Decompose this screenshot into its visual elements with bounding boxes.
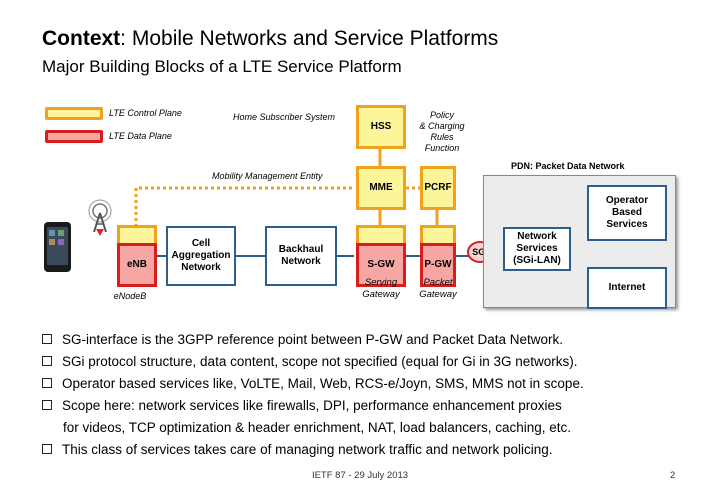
smartphone-icon [44,222,71,272]
enodeb-label: eNodeB [113,291,147,301]
hss-node: HSS [356,105,406,149]
bullet-item: Scope here: network services like firewa… [40,395,584,417]
legend-data-label: LTE Data Plane [109,131,172,141]
bullet-item: This class of services takes care of man… [40,439,584,461]
bullet-item: Operator based services like, VoLTE, Mai… [40,373,584,395]
checkbox-bullet-icon [42,444,52,454]
pgw-node: P-GW [420,225,456,287]
mobility-label: Mobility Management Entity [212,171,323,181]
slide-subtitle: Major Building Blocks of a LTE Service P… [42,57,402,76]
slide-title: Context: Mobile Networks and Service Pla… [42,27,499,50]
enb-mme-control-link [134,186,354,227]
footer-text: IETF 87 - 29 July 2013 [311,470,409,481]
bullet-continuation: for videos, TCP optimization & header en… [63,420,572,435]
legend-control-swatch [45,107,103,120]
internet-node: Internet [587,267,667,309]
legend-data-swatch [45,130,103,143]
checkbox-bullet-icon [42,400,52,410]
mme-node: MME [356,166,406,210]
legend-control-label: LTE Control Plane [109,108,182,118]
checkbox-bullet-icon [42,378,52,388]
bullet-list: SG-interface is the 3GPP reference point… [40,329,584,461]
home-subscriber-label: Home Subscriber System [233,112,336,122]
page-number: 2 [670,470,676,481]
checkbox-bullet-icon [42,334,52,344]
pcrf-node: PCRF [420,166,456,210]
pdn-label: PDN: Packet Data Network [511,161,625,171]
bullet-item: SGi protocol structure, data content, sc… [40,351,584,373]
antenna-icon [88,199,112,236]
bullet-item: SG-interface is the 3GPP reference point… [40,329,584,351]
enb-node: eNB [117,225,157,287]
sgw-node: S-GW [356,225,406,287]
checkbox-bullet-icon [42,356,52,366]
